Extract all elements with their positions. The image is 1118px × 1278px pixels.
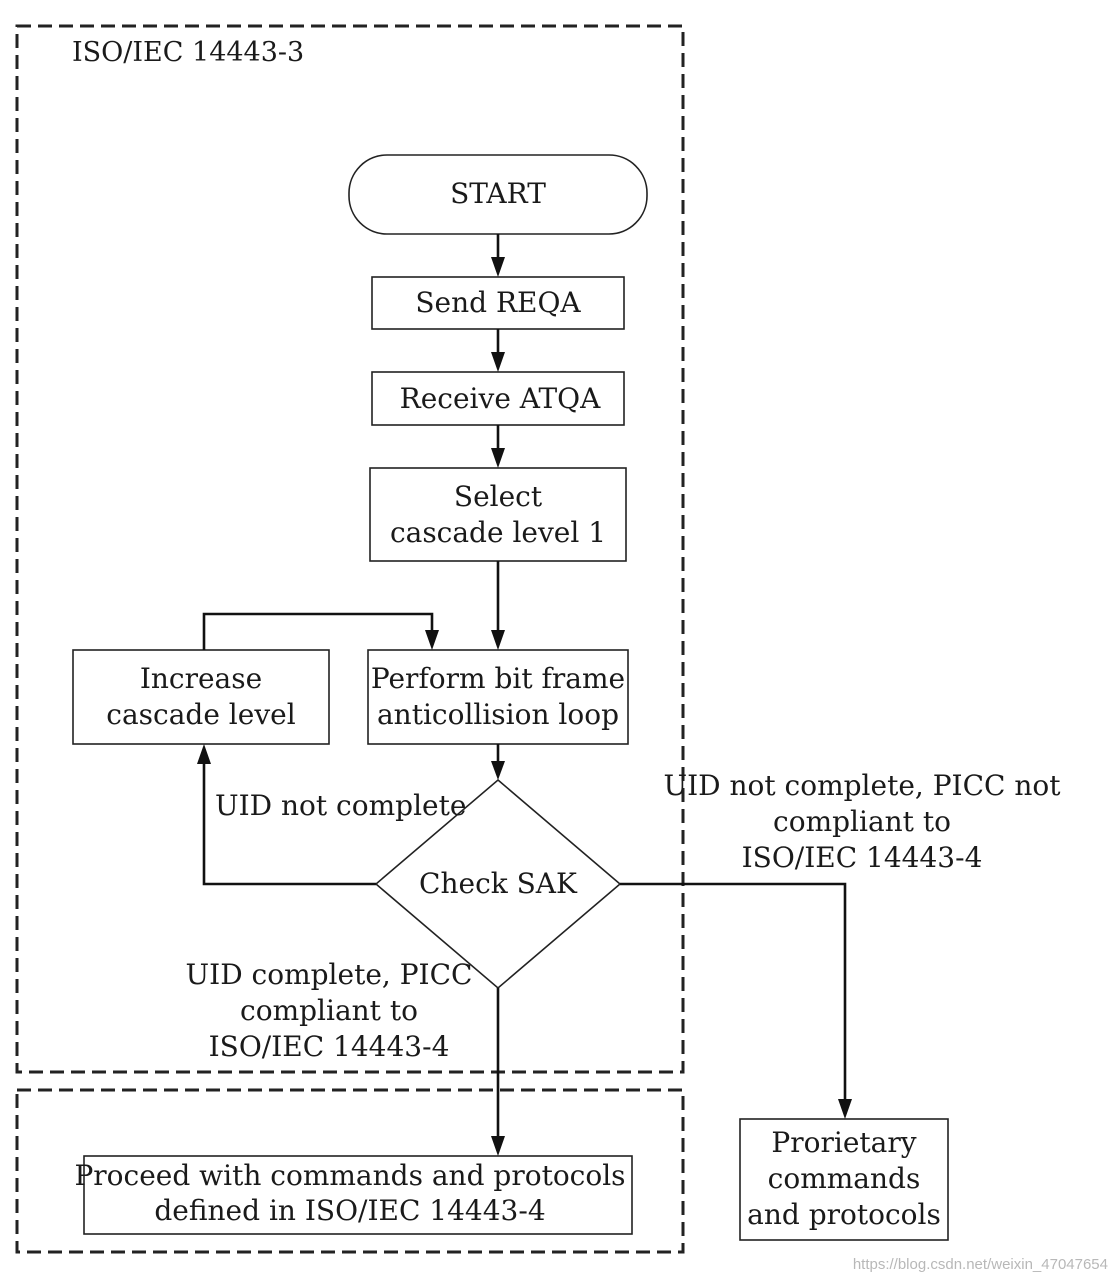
proceed-label-line2: defined in ISO/IEC 14443-4 [154,1194,545,1227]
edge-label-compliant-line3: ISO/IEC 14443-4 [209,1030,450,1063]
edge-label-compliant-line2: compliant to [240,994,418,1027]
edge-label-compliant-line1: UID complete, PICC [186,958,473,991]
edge-increase-to-anticollision [202,612,434,650]
arrowhead-increase [197,744,211,764]
edge-sak-to-proprietary [620,882,847,1100]
proprietary-label-line3: and protocols [747,1198,941,1231]
anticollision-label-line1: Perform bit frame [371,662,625,695]
increase-cascade-label-line1: Increase [140,662,262,695]
edge-sak-to-increase [202,763,376,886]
arrowhead-proprietary [838,1099,852,1119]
select-cascade-label-line2: cascade level 1 [390,516,606,549]
check-sak-label: Check SAK [419,867,578,900]
arrowhead-atqa [491,352,505,372]
edge-label-uid-not-complete: UID not complete [215,789,466,822]
send-reqa-node [371,276,625,330]
proprietary-label-line2: commands [768,1162,921,1195]
region-iso-14443-3 [15,24,685,1074]
proceed-14443-4-node [83,1155,633,1235]
send-reqa-label: Send REQA [415,286,581,319]
increase-cascade-node [72,649,330,745]
proprietary-node [739,1118,949,1241]
arrowhead-reqa [491,257,505,277]
select-cascade-label-line1: Select [454,480,543,513]
region-iso-14443-4 [15,1088,685,1254]
proprietary-label-line1: Prorietary [771,1126,916,1159]
edge-label-noncompliant-line1: UID not complete, PICC not [663,769,1061,802]
watermark: https://blog.csdn.net/weixin_47047654 [853,1256,1108,1273]
arrowhead-proceed [491,1136,505,1156]
arrowhead-anticollision [491,630,505,650]
start-node-label: START [450,177,546,210]
arrowhead-sak [491,761,505,780]
increase-cascade-label-line2: cascade level [106,698,295,731]
connectors [197,234,852,1156]
anticollision-label-line2: anticollision loop [377,698,619,731]
edge-label-noncompliant-line3: ISO/IEC 14443-4 [742,841,983,874]
arrowhead-anticollision-loop [425,630,439,650]
edge-label-noncompliant-line2: compliant to [773,805,951,838]
arrowhead-select [491,448,505,468]
receive-atqa-label: Receive ATQA [400,382,601,415]
proceed-label-line1: Proceed with commands and protocols [74,1159,625,1192]
region-iso-14443-3-label: ISO/IEC 14443-3 [72,37,304,68]
